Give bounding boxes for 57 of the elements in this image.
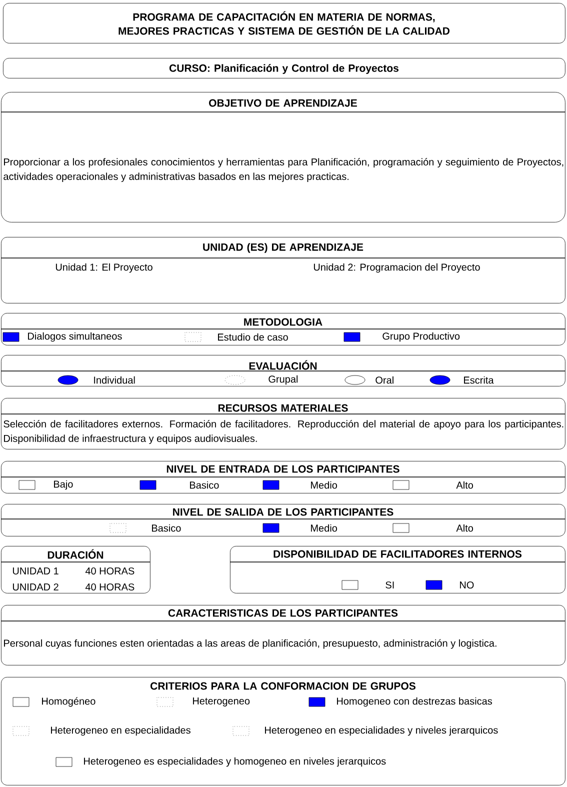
option-label: Medio [311, 481, 337, 489]
option-label: Heterogeneo en especialidades [51, 726, 190, 736]
option-label: SI [386, 581, 394, 589]
section-heading: DURACIÓN [48, 549, 104, 559]
form-section [0, 92, 566, 222]
section-heading: RECURSOS MATERIALES [218, 404, 348, 412]
option-label: Alto [456, 524, 473, 532]
form-section [0, 504, 566, 536]
field-text: UNIDAD 2 [12, 583, 58, 591]
option-label: Grupo Productivo [382, 332, 460, 342]
section-heading: METODOLOGIA [244, 318, 322, 326]
form-section [1, 677, 566, 786]
paragraph: Personal cuyas funciones esten orientadas a las areas de planificación, presupuesto, administración y logistica. [4, 639, 496, 649]
field-text: 40 HORAS [85, 567, 134, 575]
form-section [0, 546, 150, 594]
field-text: Unidad 2: Programacion del Proyecto [314, 263, 480, 273]
form-section [0, 461, 566, 494]
option-label: Basico [190, 481, 219, 489]
form-section [0, 605, 566, 666]
section-heading: CURSO: Planificación y Control de Proyectos [169, 64, 398, 74]
option-label: Homogeneo con destrezas basicas [337, 697, 492, 707]
form-section [3, 58, 566, 78]
form-section [0, 313, 566, 346]
form-section [0, 398, 566, 450]
option-label: Individual [94, 376, 135, 384]
form-section [0, 355, 566, 386]
form-section [230, 546, 566, 594]
option-label: Oral [376, 376, 394, 384]
section-heading: EVALUACIÓN [249, 360, 317, 370]
field-text: 40 HORAS [85, 583, 134, 591]
section-heading: OBJETIVO DE APRENDIZAJE [209, 99, 357, 107]
field-text: Unidad 1: El Proyecto [56, 263, 152, 273]
option-label: Heterogeneo [193, 698, 250, 706]
paragraph: Selección de facilitadores externos. Formación de facilitadores. Reproducción del material de apoyo para los participantes. Disponibilidad de infraestructura y equipos audiovisuales. [4, 420, 564, 444]
option-label: Estudio de caso [218, 333, 288, 341]
form-section [3, 3, 566, 44]
option-label: Medio [311, 524, 337, 532]
option-label: Heterogeneo en especialidades y niveles jerarquicos [265, 726, 498, 736]
section-heading: NIVEL DE SALIDA DE LOS PARTICIPANTES [173, 508, 394, 516]
form-section [0, 237, 566, 304]
option-label: Dialogos simultaneos [28, 332, 122, 342]
section-heading: DISPONIBILIDAD DE FACILITADORES INTERNOS [274, 550, 522, 558]
option-label: Bajo [54, 480, 73, 490]
section-heading: PROGRAMA DE CAPACITACIÓN EN MATERIA DE NORMAS, MEJORES PRACTICAS Y SISTEMA DE GESTIÓN DE LA CALIDAD [118, 11, 450, 35]
option-label: Grupal [268, 375, 298, 385]
field-text: UNIDAD 1 [12, 568, 58, 574]
option-label: Basico [152, 524, 181, 532]
section-heading: CARACTERISTICAS DE LOS PARTICIPANTES [168, 609, 398, 617]
option-label: Alto [456, 481, 473, 489]
option-label: NO [460, 581, 474, 589]
section-heading: CRITERIOS PARA LA CONFORMACION DE GRUPOS [150, 682, 416, 690]
option-label: Escrita [464, 376, 494, 384]
option-label: Homogéneo [42, 697, 96, 707]
option-label: Heterogeneo es especialidades y homogeneo en niveles jerarquicos [84, 757, 386, 767]
section-heading: NIVEL DE ENTRADA DE LOS PARTICIPANTES [166, 465, 400, 473]
section-heading: UNIDAD (ES) DE APRENDIZAJE [203, 243, 364, 253]
paragraph: Proporcionar a los profesionales conocimientos y herramientas para Planificación, programación y seguimiento de Proyectos, actividades operacionales y administrativas basados en las mejores practicas. [4, 158, 564, 182]
